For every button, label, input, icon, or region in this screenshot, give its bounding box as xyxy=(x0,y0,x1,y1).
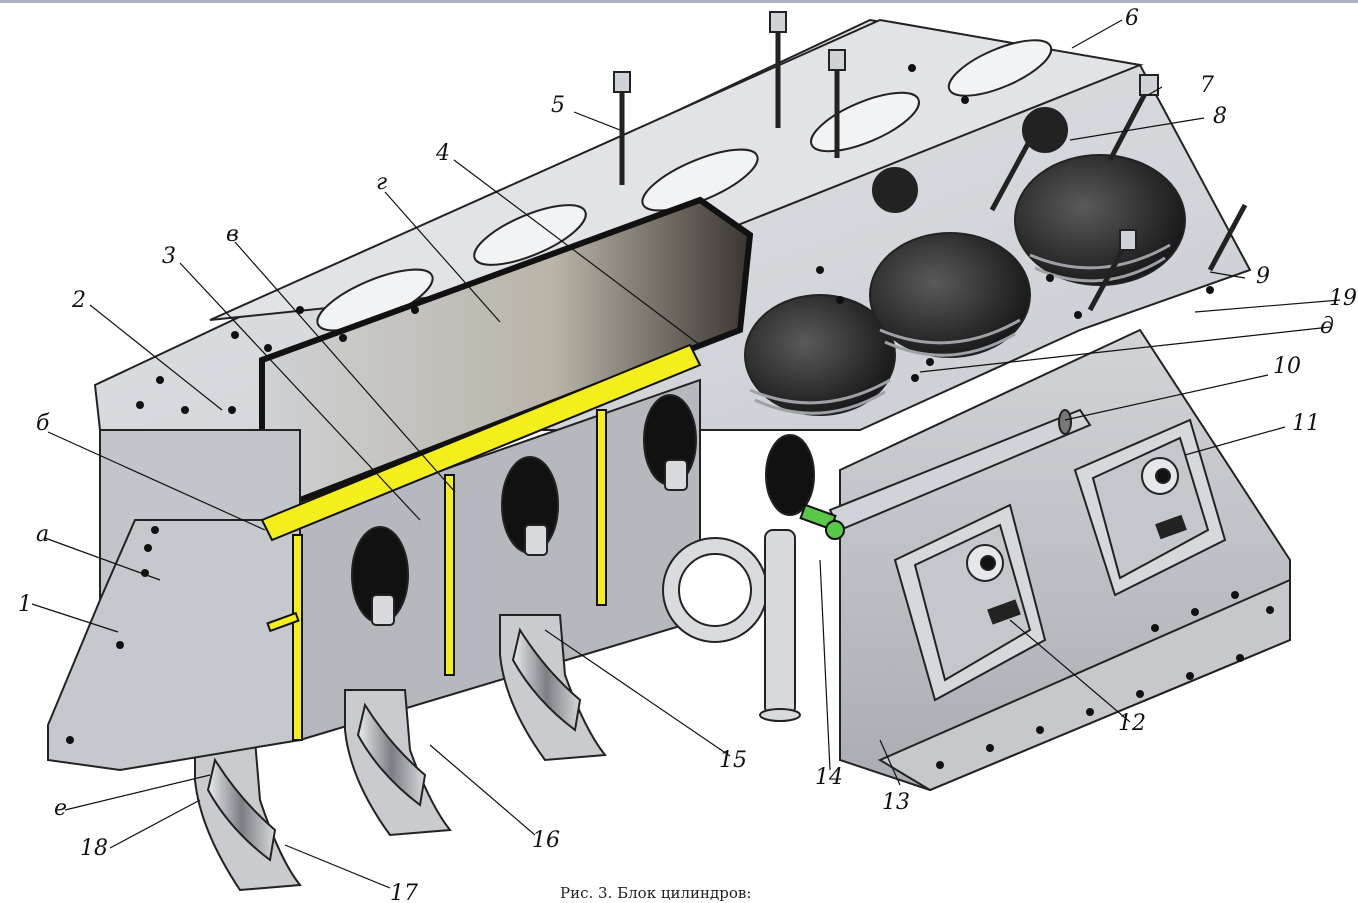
callout-19: 19 xyxy=(1329,286,1357,311)
cylinder-bores xyxy=(744,107,1186,416)
callout-16: 16 xyxy=(532,828,560,853)
right-bottom-flange xyxy=(877,578,1291,792)
callout-4: 4 xyxy=(436,141,450,166)
callout-1: 1 xyxy=(18,592,32,617)
callout-d: д xyxy=(1320,314,1334,339)
deck-bolt-holes xyxy=(136,64,1214,414)
front-end-plate xyxy=(47,519,301,772)
main-bearing-caps xyxy=(194,537,768,892)
front-plate-holes xyxy=(66,526,159,744)
callout-8: 8 xyxy=(1213,104,1227,129)
leader-lines xyxy=(31,19,1341,889)
callout-5: 5 xyxy=(551,93,565,118)
flange-bolt-holes xyxy=(936,591,1274,769)
callout-6: 6 xyxy=(1125,6,1139,31)
oil-fitting-green xyxy=(799,503,845,540)
main-oil-gallery xyxy=(260,343,702,741)
callout-11: 11 xyxy=(1292,411,1320,436)
callout-12: 12 xyxy=(1118,711,1146,736)
callout-9: 9 xyxy=(1256,264,1270,289)
callout-7: 7 xyxy=(1200,73,1214,98)
head-studs xyxy=(613,11,1248,312)
side-cover-rear xyxy=(1073,418,1227,597)
side-cover-front xyxy=(893,503,1047,702)
bore-liner-rings xyxy=(749,243,1171,415)
callout-14: 14 xyxy=(815,765,843,790)
callout-17: 17 xyxy=(390,881,418,903)
figure-caption: Рис. 3. Блок цилиндров: xyxy=(560,884,752,902)
callout-b: б xyxy=(36,411,50,436)
callout-2: 2 xyxy=(72,288,86,313)
callout-18: 18 xyxy=(80,836,108,861)
callout-a: а xyxy=(36,522,50,547)
callout-e: е xyxy=(54,796,68,821)
deck-ports xyxy=(316,39,1053,332)
callout-15: 15 xyxy=(719,748,747,773)
callout-13: 13 xyxy=(882,790,910,815)
callout-3: 3 xyxy=(162,244,176,269)
callout-v: в xyxy=(226,222,239,247)
callout-10: 10 xyxy=(1273,354,1301,379)
callout-g: г xyxy=(376,170,388,195)
window-top-border xyxy=(0,0,1358,3)
